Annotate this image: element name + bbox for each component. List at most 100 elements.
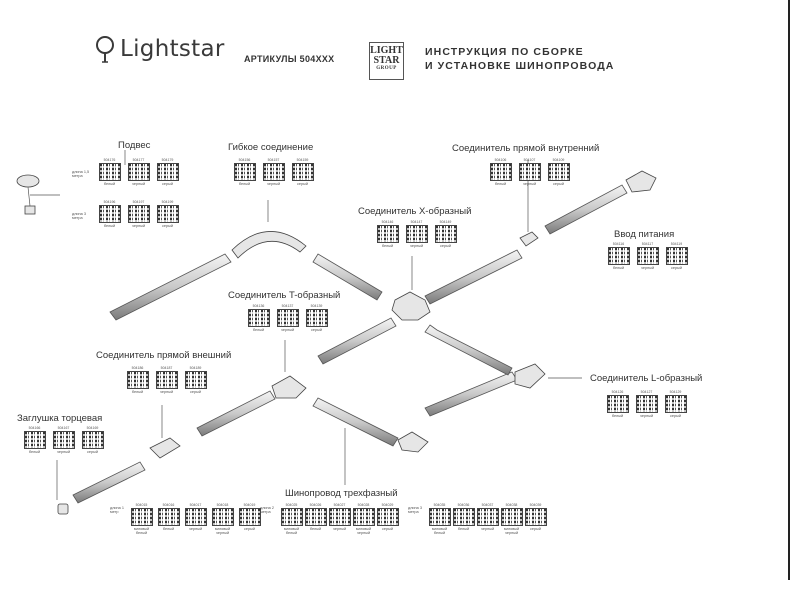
article-number: 504156 (238, 158, 251, 162)
qr-code-icon (126, 371, 149, 389)
qr-code-icon (606, 395, 629, 413)
article-number: 504106 (494, 158, 507, 162)
qr-code-icon (156, 205, 179, 223)
article-code: 504116 белый (607, 242, 630, 270)
article-code: 504136 белый (247, 304, 270, 332)
qr-code-icon (500, 508, 523, 526)
qr-code-icon (184, 371, 207, 389)
rail-left-top (109, 253, 232, 321)
label-shinoprovod: Шинопровод трехфазный (285, 488, 398, 499)
article-number: 504149 (439, 220, 452, 224)
article-number: 504029 (381, 503, 394, 507)
color-caption: серый (87, 450, 98, 454)
x-connector (391, 291, 431, 321)
color-caption: серый (162, 182, 173, 186)
note-podves-b: длина 3 метра (72, 212, 86, 220)
l-connector (514, 363, 546, 389)
qr-code-icon (130, 508, 153, 526)
color-caption: черный (640, 266, 655, 270)
lightstar-bulb-icon (95, 34, 115, 66)
article-code: 504176 белый (98, 158, 121, 186)
logo-line-3: GROUP (376, 66, 397, 71)
qr-code-icon (635, 395, 658, 413)
color-caption: черный (131, 224, 146, 228)
qr-code-icon (247, 309, 270, 327)
article-number: 504018 (216, 503, 229, 507)
article-number: 504107 (523, 158, 536, 162)
color-caption: белый (252, 328, 265, 332)
label-zaglushka: Заглушка торцевая (17, 413, 103, 424)
color-caption: черный (56, 450, 71, 454)
qr-code-icon (476, 508, 499, 526)
logo-line-1: LIGHT (370, 45, 403, 56)
article-number: 504176 (103, 158, 116, 162)
lightstar-group-logo: LIGHT STAR GROUP (369, 42, 404, 80)
t-connector (271, 375, 307, 399)
color-caption: серый (670, 414, 681, 418)
qr-code-icon (452, 508, 475, 526)
label-t-obr: Соединитель T-образный (228, 290, 341, 301)
note-podves-a: длина 1,5 метра (72, 170, 90, 178)
color-caption: серый (244, 527, 255, 531)
article-number: 504146 (381, 220, 394, 224)
qr-code-icon (233, 163, 256, 181)
article-number: 504116 (612, 242, 625, 246)
color-caption: белый (612, 266, 625, 270)
rail-x-inner (424, 324, 513, 376)
title-line-1: ИНСТРУКЦИЯ ПО СБОРКЕ (425, 46, 584, 58)
color-caption: черный (409, 244, 424, 248)
straight-inner-connector (519, 231, 539, 247)
qr-code-icon (211, 508, 234, 526)
note-rail-1: длина 1 метр (110, 506, 124, 514)
qr-code-icon (376, 225, 399, 243)
qr-code-icon (428, 508, 451, 526)
article-number: 504017 (189, 503, 202, 507)
articles-label: АРТИКУЛЫ 504XXX (244, 54, 335, 64)
article-number: 504169 (86, 426, 99, 430)
color-caption: белый (103, 182, 116, 186)
article-number: 504109 (552, 158, 565, 162)
rail-lower-right (424, 371, 518, 417)
color-caption: матовый черный (503, 527, 520, 535)
brand-name: Lightstar (120, 36, 225, 62)
label-pryamoy-vnutr: Соединитель прямой внутренний (452, 143, 600, 154)
qr-code-icon (518, 163, 541, 181)
page-title: ИНСТРУКЦИЯ ПО СБОРКЕ И УСТАНОВКЕ ШИНОПРО… (425, 45, 614, 73)
article-number: 504187 (160, 366, 173, 370)
qr-code-icon (305, 309, 328, 327)
article-number: 504136 (252, 304, 265, 308)
qr-code-icon (184, 508, 207, 526)
power-input (625, 170, 657, 193)
color-caption: черный (480, 527, 495, 531)
color-caption: черный (188, 527, 203, 531)
article-number: 504016 (162, 503, 175, 507)
article-number: 504036 (457, 503, 470, 507)
qr-code-icon (155, 371, 178, 389)
color-caption: серый (530, 527, 541, 531)
label-l-obr: Соединитель L-образный (590, 373, 703, 384)
color-caption: черный (266, 182, 281, 186)
rail-x-upper-right (424, 249, 523, 305)
qr-code-icon (328, 508, 351, 526)
